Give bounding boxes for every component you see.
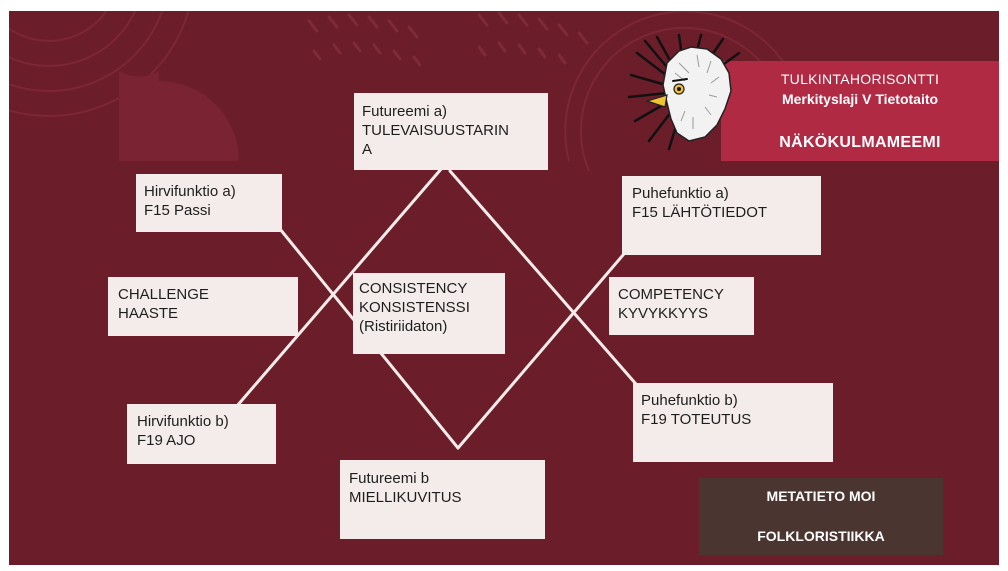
title-perspective-meme: NÄKÖKULMAMEEMI bbox=[779, 134, 941, 151]
box-futureemi-a: Futureemi a) TULEVAISUUSTARIN A bbox=[354, 93, 548, 170]
box-hirvifunktio-b: Hirvifunktio b) F19 AJO bbox=[127, 404, 276, 464]
title-card: TULKINTAHORISONTTI Merkityslaji V Tietot… bbox=[721, 61, 999, 161]
line-futureemi-b-to-puhefunktio-a bbox=[456, 232, 643, 450]
meta-title: METATIETO MOI bbox=[766, 488, 876, 504]
box-hirvifunktio-a: Hirvifunktio a) F15 Passi bbox=[136, 174, 282, 232]
box-puhefunktio-a: Puhefunktio a) F15 LÄHTÖTIEDOT bbox=[622, 176, 821, 255]
title-card-background bbox=[721, 61, 999, 161]
meta-subtitle: FOLKLORISTIIKKA bbox=[757, 528, 885, 544]
title-meaning-type: Merkityslaji V Tietotaito bbox=[781, 91, 939, 107]
meta-card: METATIETO MOI FOLKLORISTIIKKA bbox=[699, 478, 943, 555]
box-futureemi-b: Futureemi b MIELLIKUVITUS bbox=[340, 460, 545, 539]
box-challenge: CHALLENGE HAASTE bbox=[108, 277, 298, 336]
title-horizon: TULKINTAHORISONTTI bbox=[780, 71, 940, 87]
box-competency: COMPETENCY KYVYKKYYS bbox=[609, 277, 754, 335]
slide: Futureemi a) TULEVAISUUSTARIN A Hirvifun… bbox=[9, 11, 999, 565]
box-consistency: CONSISTENCY KONSISTENSSI (Ristiriidaton) bbox=[353, 273, 505, 354]
bird-mascot-icon bbox=[627, 33, 741, 151]
decorative-background bbox=[9, 11, 790, 172]
line-futureemi-a-to-hirvifunktio-b bbox=[210, 166, 444, 437]
line-futureemi-a-to-puhefunktio-b bbox=[448, 169, 665, 417]
box-puhefunktio-b: Puhefunktio b) F19 TOTEUTUS bbox=[633, 383, 833, 462]
